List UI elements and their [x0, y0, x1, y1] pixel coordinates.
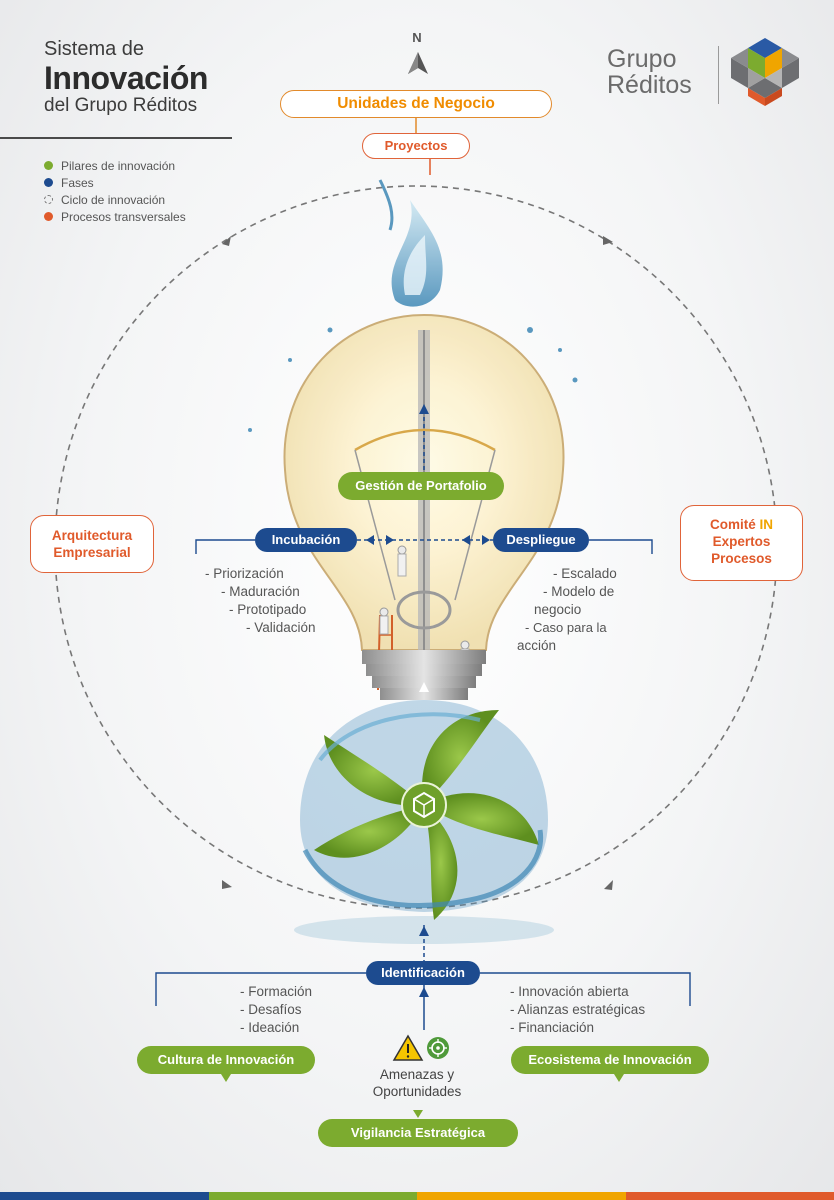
- legend-item-pillars: Pilares de innovación: [44, 157, 186, 174]
- bottom-bar-segment: [625, 1192, 834, 1200]
- title-line-1: Sistema de: [44, 38, 145, 60]
- bottom-color-bar: [0, 1192, 834, 1200]
- list-item: - Modelo de: [543, 584, 615, 599]
- threats-opportunities-label: Amenazas y Oportunidades: [362, 1066, 472, 1100]
- legend-label: Fases: [61, 175, 94, 190]
- innovation-ecosystem-pill: Ecosistema de Innovación: [511, 1046, 709, 1074]
- legend-label: Ciclo de innovación: [61, 192, 166, 207]
- title-divider: [0, 137, 232, 139]
- blue-dot-icon: [44, 178, 53, 187]
- identification-phase-pill: Identificación: [366, 961, 480, 985]
- north-arrow-icon: [408, 52, 428, 74]
- bottom-bar-segment: [0, 1192, 209, 1200]
- list-item: - Maduración: [221, 584, 300, 599]
- committee-prefix: Comité: [709, 517, 756, 532]
- list-item: - Desafíos: [240, 1002, 302, 1017]
- threats-line-2: Oportunidades: [372, 1084, 462, 1099]
- target-icon: [427, 1037, 449, 1059]
- water-splash-top: [248, 179, 578, 432]
- projects-box: Proyectos: [362, 133, 470, 159]
- innovation-culture-pill: Cultura de Innovación: [137, 1046, 315, 1074]
- portfolio-management-pill: Gestión de Portafolio: [338, 472, 504, 500]
- company-logo-text: Grupo Réditos: [607, 46, 692, 98]
- legend: Pilares de innovación Fases Ciclo de inn…: [44, 157, 186, 225]
- list-item: - Escalado: [553, 566, 617, 581]
- incubation-phase-pill: Incubación: [255, 528, 357, 552]
- list-item: - Formación: [240, 984, 313, 999]
- list-item: negocio: [534, 602, 582, 617]
- north-label: N: [412, 30, 422, 45]
- bottom-bar-segment: [417, 1192, 626, 1200]
- deployment-list: - Escalado - Modelo de negocio - Caso pa…: [517, 565, 617, 655]
- title-line-3: del Grupo Réditos: [44, 95, 198, 116]
- page-title: Sistema de Innovación del Grupo Réditos: [44, 38, 244, 117]
- title-line-2: Innovación: [44, 60, 208, 96]
- list-item: acción: [517, 638, 557, 653]
- list-item: - Financiación: [510, 1020, 595, 1035]
- threats-line-1: Amenazas y: [379, 1067, 455, 1082]
- strategic-surveillance-pill: Vigilancia Estratégica: [318, 1119, 518, 1147]
- identification-right-list: - Innovación abierta - Alianzas estratég…: [510, 983, 645, 1037]
- dashed-circle-icon: [44, 195, 53, 204]
- legend-label: Pilares de innovación: [61, 158, 176, 173]
- logo-cube-icon: [731, 38, 799, 106]
- bottom-bar-segment: [208, 1192, 417, 1200]
- list-item: - Caso para la: [525, 620, 607, 635]
- logo-line-1: Grupo: [607, 45, 677, 73]
- committee-brand-mark: IN: [759, 517, 774, 532]
- logo-divider: [718, 46, 719, 104]
- list-item: - Validación: [246, 620, 316, 635]
- deployment-phase-pill: Despliegue: [493, 528, 589, 552]
- committee-line-2: Expertos: [712, 534, 771, 549]
- legend-item-transversal: Procesos transversales: [44, 208, 186, 225]
- enterprise-architecture-box: Arquitectura Empresarial: [30, 515, 154, 573]
- committee-line-3: Procesos: [711, 551, 772, 566]
- list-item: - Alianzas estratégicas: [510, 1002, 646, 1017]
- list-item: - Prototipado: [229, 602, 307, 617]
- list-item: - Priorización: [205, 566, 284, 581]
- legend-item-phases: Fases: [44, 174, 186, 191]
- list-item: - Ideación: [240, 1020, 300, 1035]
- warning-triangle-icon: [392, 1034, 424, 1061]
- logo-line-2: Réditos: [607, 71, 692, 99]
- committee-line-1: Comité IN: [681, 516, 802, 533]
- identification-left-list: - Formación - Desafíos - Ideación: [240, 983, 312, 1037]
- green-dot-icon: [44, 161, 53, 170]
- phase-bracket: [195, 535, 653, 554]
- business-units-box: Unidades de Negocio: [280, 90, 552, 118]
- fan-graphic: [294, 700, 554, 944]
- pillar-arrows: [221, 1074, 624, 1118]
- identification-bracket: [155, 972, 691, 1006]
- incubation-list: - Priorización - Maduración - Prototipad…: [205, 565, 316, 637]
- central-connector: [415, 118, 431, 1030]
- list-item: - Innovación abierta: [510, 984, 629, 999]
- legend-label: Procesos transversales: [61, 209, 186, 224]
- legend-item-cycle: Ciclo de innovación: [44, 191, 186, 208]
- committee-box: Comité IN Expertos Procesos: [680, 505, 803, 581]
- orange-dot-icon: [44, 212, 53, 221]
